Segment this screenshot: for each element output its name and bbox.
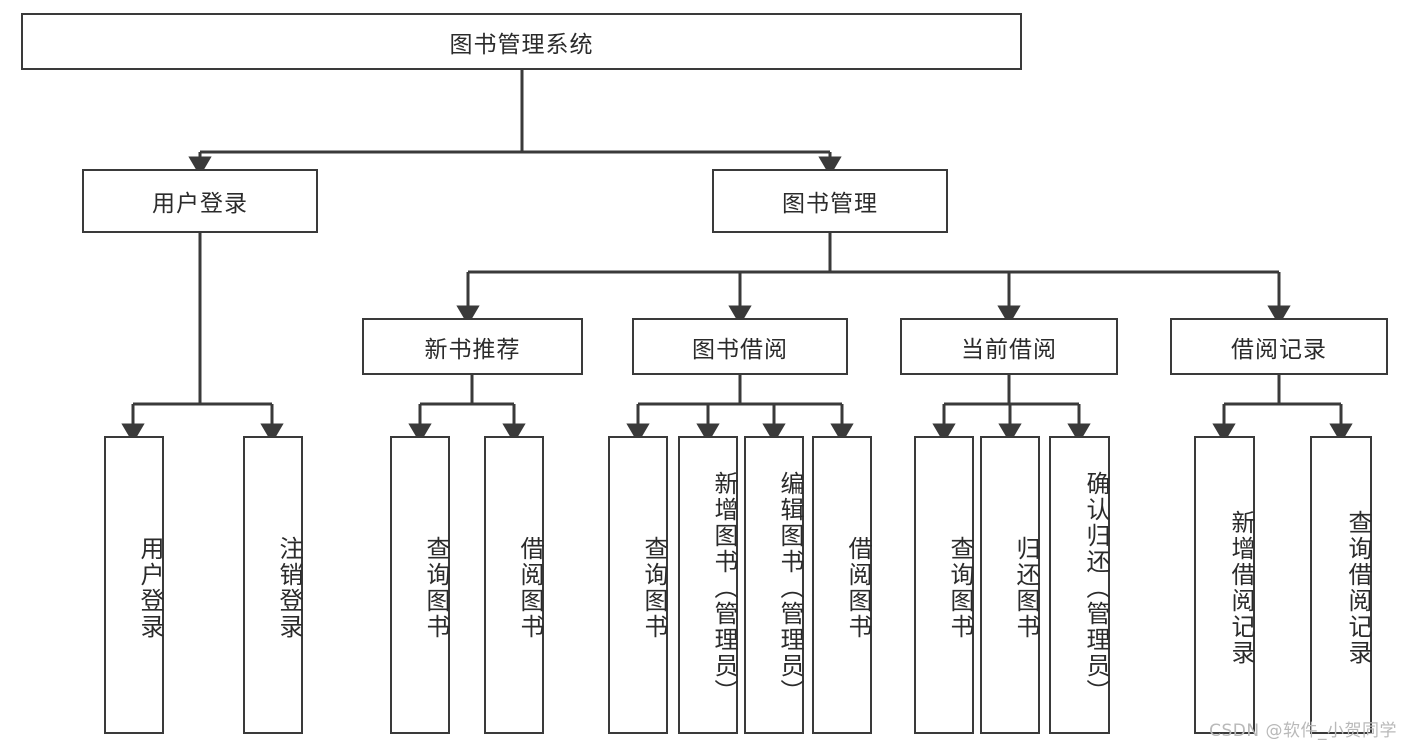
node-leaf-borrow-book-rec-label: 借阅图书 [516,536,544,640]
node-leaf-add-borrow-record[interactable]: 新增借阅记录 [1194,436,1255,734]
node-book-manage-label: 图书管理 [782,191,878,217]
node-leaf-user-login[interactable]: 用户登录 [104,436,164,734]
node-current-borrow[interactable]: 当前借阅 [900,318,1118,375]
node-leaf-add-book-admin-label: 新增图书（管理员） [710,471,738,705]
node-leaf-query-book-borrow-label: 查询图书 [640,536,668,640]
node-leaf-return-book[interactable]: 归还图书 [980,436,1040,734]
node-leaf-logout-label: 注销登录 [275,536,303,640]
node-book-borrow[interactable]: 图书借阅 [632,318,848,375]
node-leaf-borrow-book-label: 借阅图书 [844,536,872,640]
node-leaf-edit-book-admin[interactable]: 编辑图书（管理员） [744,436,804,734]
node-leaf-user-login-label: 用户登录 [136,536,164,640]
node-leaf-borrow-book[interactable]: 借阅图书 [812,436,872,734]
node-borrow-record[interactable]: 借阅记录 [1170,318,1388,375]
node-leaf-query-book-rec[interactable]: 查询图书 [390,436,450,734]
node-leaf-query-borrow-record-label: 查询借阅记录 [1344,510,1372,666]
node-user-login[interactable]: 用户登录 [82,169,318,233]
node-leaf-edit-book-admin-label: 编辑图书（管理员） [776,471,804,705]
node-book-borrow-label: 图书借阅 [692,336,788,363]
node-leaf-confirm-return-admin-label: 确认归还（管理员） [1082,471,1110,705]
node-leaf-add-book-admin[interactable]: 新增图书（管理员） [678,436,738,734]
node-root[interactable]: 图书管理系统 [21,13,1022,70]
node-leaf-confirm-return-admin[interactable]: 确认归还（管理员） [1049,436,1110,734]
node-leaf-add-borrow-record-label: 新增借阅记录 [1227,510,1255,666]
node-leaf-return-book-label: 归还图书 [1012,536,1040,640]
node-new-book-recommend[interactable]: 新书推荐 [362,318,583,375]
node-leaf-logout[interactable]: 注销登录 [243,436,303,734]
node-leaf-query-borrow-record[interactable]: 查询借阅记录 [1310,436,1372,734]
node-book-manage[interactable]: 图书管理 [712,169,948,233]
node-current-borrow-label: 当前借阅 [961,336,1057,363]
watermark-text: CSDN @软件_小贺同学 [1209,721,1397,741]
node-borrow-record-label: 借阅记录 [1231,336,1327,363]
node-new-book-recommend-label: 新书推荐 [424,336,521,363]
node-leaf-borrow-book-rec[interactable]: 借阅图书 [484,436,544,734]
node-leaf-query-book-rec-label: 查询图书 [422,536,450,640]
node-root-label: 图书管理系统 [449,31,594,58]
node-user-login-label: 用户登录 [152,191,248,217]
node-leaf-query-book-current[interactable]: 查询图书 [914,436,974,734]
node-leaf-query-book-borrow[interactable]: 查询图书 [608,436,668,734]
node-leaf-query-book-current-label: 查询图书 [946,536,974,640]
